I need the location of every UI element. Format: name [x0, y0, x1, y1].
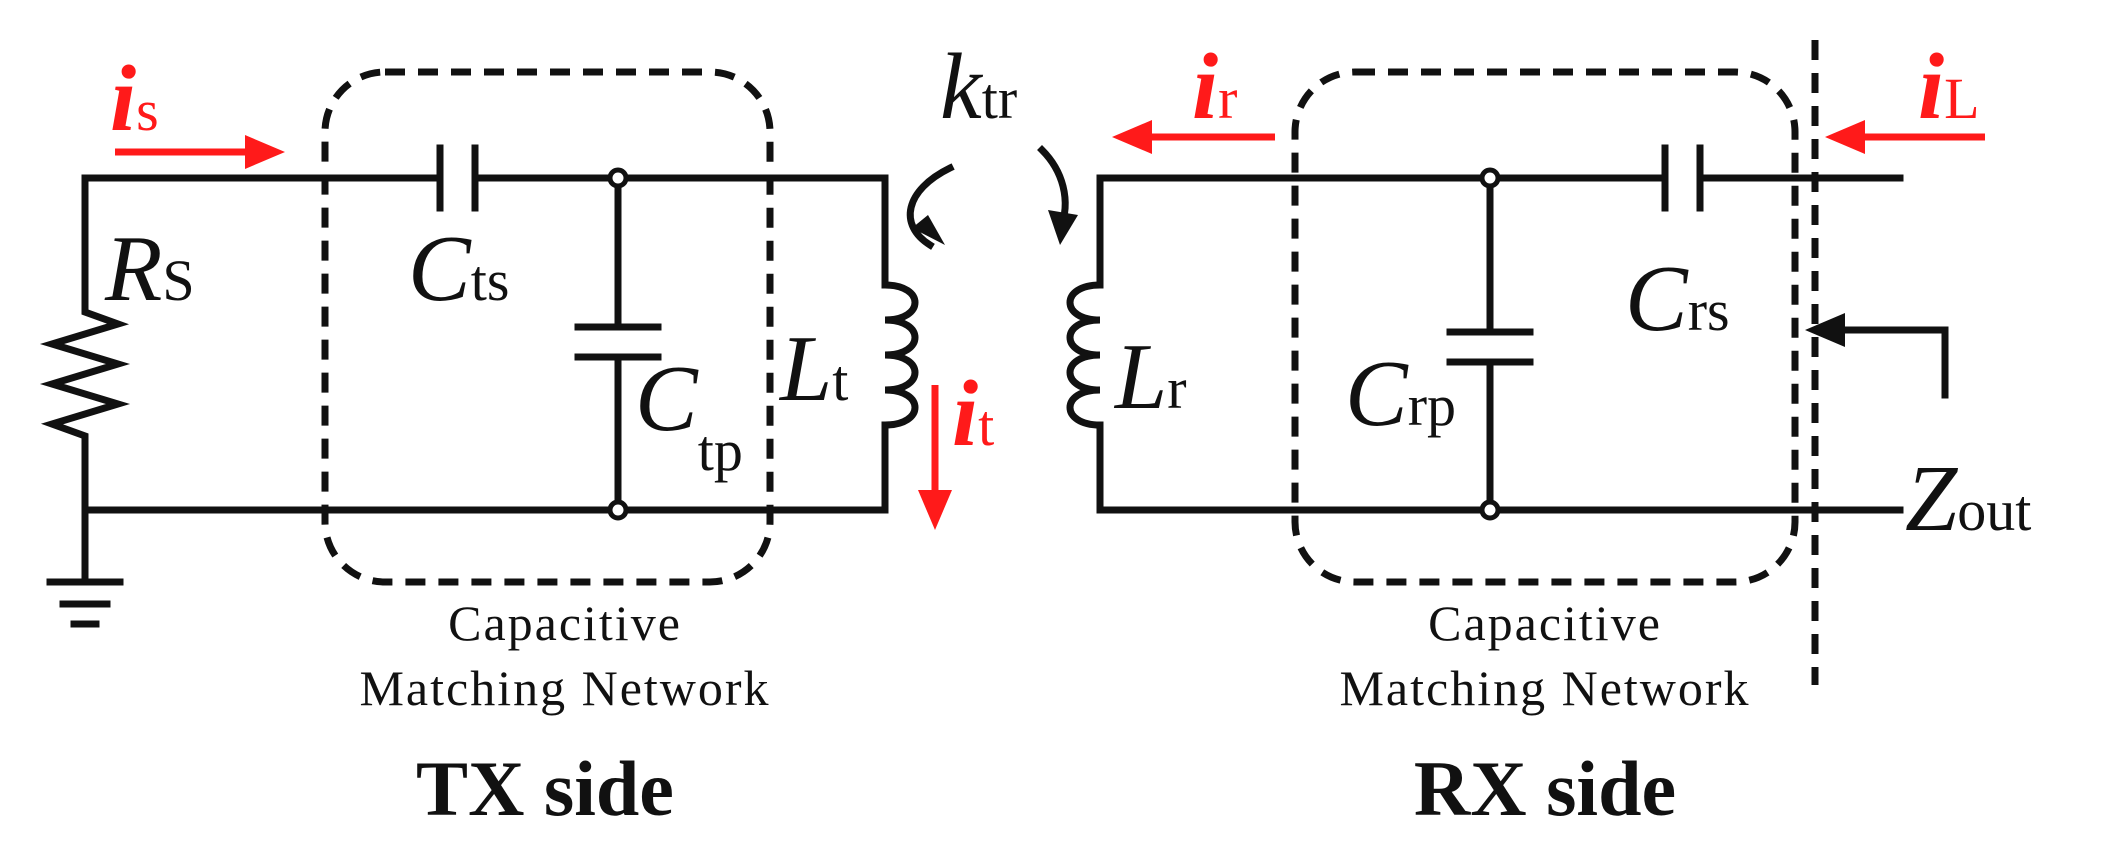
ctp-capacitor	[574, 174, 662, 514]
label-ctp: Ctp	[635, 347, 743, 483]
zout-arrowhead	[1805, 313, 1845, 347]
ground-symbol	[46, 506, 124, 628]
current-is-arrow	[115, 135, 285, 169]
tx-matching-network-box	[321, 68, 774, 586]
tx-node-top	[607, 167, 629, 189]
tx-node-bottom	[607, 499, 629, 521]
rx-matching-network-box	[1291, 68, 1799, 586]
tx-caption-line2: Matching Network	[359, 660, 770, 716]
tx-side-title: TX side	[416, 745, 674, 832]
tx-caption-line1: Capacitive	[448, 595, 682, 651]
rx-caption-line2: Matching Network	[1339, 660, 1750, 716]
label-ir: ir	[1192, 35, 1237, 139]
lt-inductor	[881, 174, 919, 514]
current-it-arrow	[918, 385, 952, 530]
label-it: it	[952, 362, 994, 466]
coupling-arrowhead-right	[1048, 210, 1078, 245]
label-ktr: ktr	[940, 35, 1017, 139]
lr-inductor	[1066, 174, 1104, 514]
rx-node-top	[1479, 167, 1501, 189]
label-crp: Crp	[1345, 342, 1456, 446]
crp-capacitor	[1446, 174, 1534, 514]
current-ir-arrow	[1112, 120, 1275, 154]
rx-side-title: RX side	[1414, 745, 1676, 832]
label-lr: Lr	[1113, 325, 1187, 429]
rx-node-bottom	[1479, 499, 1501, 521]
current-il-arrow	[1825, 120, 1985, 154]
label-rs: RS	[104, 217, 195, 321]
label-cts: Cts	[408, 217, 509, 321]
label-zout: Zout	[1905, 447, 2031, 551]
label-lt: Lt	[778, 317, 848, 421]
label-is: is	[110, 47, 159, 151]
coupling-arc-left	[906, 163, 955, 250]
label-il: iL	[1918, 35, 1980, 139]
rx-caption-line1: Capacitive	[1428, 595, 1662, 651]
zout-arrow-line	[1826, 326, 1949, 399]
label-crs: Crs	[1625, 247, 1730, 351]
coupling-arrowhead-left	[912, 215, 945, 245]
rs-resistor	[39, 174, 131, 574]
